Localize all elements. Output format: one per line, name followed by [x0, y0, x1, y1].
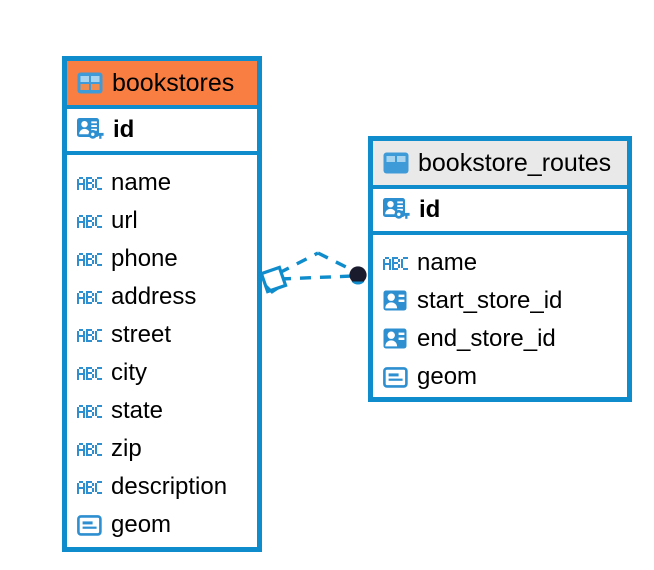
field-label: street [111, 321, 172, 348]
field-label: name [417, 249, 478, 276]
field-label: description [111, 473, 228, 500]
field-label: name [111, 169, 172, 196]
primary-key-row-bookstore-routes[interactable]: id [373, 189, 627, 235]
relationship-line-upper-right [317, 251, 357, 274]
relationship-line-upper-left [278, 251, 319, 275]
field-row-zip[interactable]: zip [77, 430, 247, 468]
field-label: state [111, 397, 164, 424]
field-row-start-store-id[interactable]: start_store_id [383, 282, 617, 320]
field-row-address[interactable]: address [77, 278, 247, 316]
field-label: geom [111, 511, 172, 538]
field-label: start_store_id [417, 287, 563, 314]
entity-table-bookstore-routes[interactable]: bookstore_routes id [368, 136, 632, 402]
field-row-phone[interactable]: phone [77, 240, 247, 278]
field-label: city [111, 359, 147, 386]
abc-text-icon [77, 176, 102, 190]
field-label: end_store_id [417, 325, 556, 352]
field-row-description[interactable]: description [77, 468, 247, 506]
entity-title: bookstores [112, 68, 235, 97]
abc-text-icon [77, 328, 102, 342]
field-label: address [111, 283, 197, 310]
filled-circle-marker [349, 266, 367, 285]
field-row-url[interactable]: url [77, 202, 247, 240]
field-list-bookstore-routes: name start_store_id [373, 235, 627, 405]
abc-text-icon [77, 442, 102, 456]
abc-text-icon [77, 252, 102, 266]
field-row-name[interactable]: name [383, 244, 617, 282]
primary-key-label: id [113, 116, 135, 143]
entity-header-bookstores[interactable]: bookstores [67, 61, 257, 109]
field-row-street[interactable]: street [77, 316, 247, 354]
primary-key-label: id [419, 196, 441, 223]
abc-text-icon [77, 480, 102, 494]
relationship-line-middle [279, 274, 354, 281]
primary-key-icon [383, 197, 410, 223]
table-icon [77, 72, 103, 94]
geometry-icon [77, 514, 102, 536]
field-label: url [111, 207, 138, 234]
abc-text-icon [77, 290, 102, 304]
primary-key-icon [77, 117, 104, 143]
field-row-geom[interactable]: geom [383, 358, 617, 396]
field-row-state[interactable]: state [77, 392, 247, 430]
field-label: phone [111, 245, 178, 272]
entity-table-bookstores[interactable]: bookstores id [62, 56, 262, 552]
abc-text-icon [77, 404, 102, 418]
abc-text-icon [77, 214, 102, 228]
foreign-key-icon [383, 290, 408, 312]
table-icon [383, 152, 409, 174]
primary-key-row-bookstores[interactable]: id [67, 109, 257, 155]
field-label: zip [111, 435, 142, 462]
geometry-icon [383, 366, 408, 388]
field-row-name[interactable]: name [77, 164, 247, 202]
field-label: geom [417, 363, 478, 390]
field-list-bookstores: name url [67, 155, 257, 553]
field-row-city[interactable]: city [77, 354, 247, 392]
entity-header-bookstore-routes[interactable]: bookstore_routes [373, 141, 627, 189]
entity-title: bookstore_routes [418, 148, 612, 177]
foreign-key-icon [383, 328, 408, 350]
abc-text-icon [77, 366, 102, 380]
abc-text-icon [383, 256, 408, 270]
field-row-geom[interactable]: geom [77, 506, 247, 544]
field-row-end-store-id[interactable]: end_store_id [383, 320, 617, 358]
diamond-marker [259, 265, 288, 294]
